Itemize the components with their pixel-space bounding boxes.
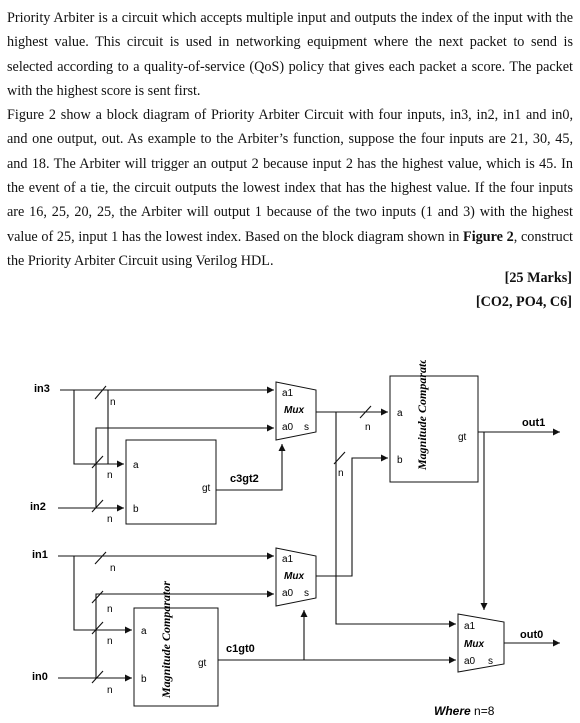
bus-label: n bbox=[338, 468, 344, 479]
bus-label: n bbox=[107, 514, 113, 525]
comparator-top bbox=[125, 439, 217, 525]
comp-right-title: Magnitude Comparator bbox=[415, 360, 429, 471]
comp-bot-title: Magnitude Comparator bbox=[159, 581, 173, 699]
wire-in3-to-comp-a bbox=[73, 390, 124, 468]
signal-c1gt0: c1gt0 bbox=[226, 643, 255, 655]
figure-reference: Figure 2 bbox=[463, 228, 514, 245]
bus-mark bbox=[91, 455, 104, 469]
mux-mid-a0: a0 bbox=[282, 588, 294, 599]
label-in3: in3 bbox=[34, 383, 50, 395]
paragraph-2: Figure 2 show a block diagram of Priorit… bbox=[7, 103, 573, 273]
comp-right-b: b bbox=[397, 455, 403, 466]
mux-mid-title: Mux bbox=[284, 571, 304, 582]
wire-c3gt2 bbox=[216, 444, 286, 491]
comp-top-gt: gt bbox=[202, 483, 211, 494]
mux-out-a1: a1 bbox=[464, 621, 476, 632]
course-outcome-label: [CO2, PO4, C6] bbox=[475, 294, 572, 310]
footnote-where: Where bbox=[434, 704, 471, 718]
mux-out-title: Mux bbox=[464, 639, 484, 650]
block-diagram: in3 in2 in1 in0 n n n a b gt c3gt2 a1 Mu… bbox=[30, 360, 560, 718]
paragraph-2-text: Figure 2 show a block diagram of Priorit… bbox=[7, 107, 573, 245]
wire-mux-mid-to-comp-b bbox=[316, 454, 388, 577]
mux-mid-s: s bbox=[304, 588, 309, 599]
paragraph-2-end: , construct the Priority Arbiter Circuit… bbox=[7, 228, 573, 269]
bus-mark bbox=[94, 551, 107, 565]
bus-label: n bbox=[107, 685, 113, 696]
comparator-right bbox=[389, 375, 479, 483]
label-in0: in0 bbox=[32, 671, 48, 683]
mux-output bbox=[457, 613, 505, 673]
label-out0: out0 bbox=[520, 629, 543, 641]
mux-top-title: Mux bbox=[284, 405, 304, 416]
wire-in1-to-comp-a bbox=[73, 556, 132, 634]
wire-in0-to-mux bbox=[95, 590, 274, 678]
bus-label: n bbox=[110, 397, 116, 408]
bus-label: n bbox=[365, 422, 371, 433]
label-out1: out1 bbox=[522, 417, 545, 429]
marks-label: [25 Marks] bbox=[504, 270, 572, 286]
bus-mark bbox=[359, 405, 372, 419]
bus-mark bbox=[91, 621, 104, 635]
bus-label: n bbox=[107, 604, 113, 615]
mux-top-a0: a0 bbox=[282, 422, 294, 433]
mux-out-a0: a0 bbox=[464, 656, 476, 667]
label-in1: in1 bbox=[32, 549, 48, 561]
comp-top-a: a bbox=[133, 460, 139, 471]
question-text: Priority Arbiter is a circuit which acce… bbox=[7, 6, 573, 273]
mux-top-a1: a1 bbox=[282, 388, 294, 399]
bus-label: n bbox=[107, 470, 113, 481]
signal-c3gt2: c3gt2 bbox=[230, 473, 259, 485]
mux-middle bbox=[275, 547, 317, 607]
mux-mid-a1: a1 bbox=[282, 554, 294, 565]
comp-bot-b: b bbox=[141, 674, 147, 685]
bus-mark bbox=[91, 499, 104, 513]
comp-bot-gt: gt bbox=[198, 658, 207, 669]
footnote-n: n=8 bbox=[471, 704, 495, 718]
wire-in2-to-mux bbox=[58, 424, 274, 509]
mux-top bbox=[275, 381, 317, 441]
bus-mark bbox=[91, 590, 104, 604]
comp-right-a: a bbox=[397, 408, 403, 419]
comp-bot-a: a bbox=[141, 626, 147, 637]
footnote: Where n=8 bbox=[434, 704, 495, 718]
bus-mark bbox=[91, 670, 104, 684]
comparator-bottom bbox=[133, 607, 219, 707]
bus-label: n bbox=[110, 563, 116, 574]
comp-right-gt: gt bbox=[458, 432, 467, 443]
mux-out-s: s bbox=[488, 656, 493, 667]
label-in2: in2 bbox=[30, 501, 46, 513]
comp-top-b: b bbox=[133, 504, 139, 515]
paragraph-1: Priority Arbiter is a circuit which acce… bbox=[7, 10, 573, 99]
bus-label: n bbox=[107, 636, 113, 647]
bus-mark bbox=[94, 385, 107, 400]
wire-c3gt2-to-out-mux bbox=[335, 412, 456, 628]
mux-top-s: s bbox=[304, 422, 309, 433]
